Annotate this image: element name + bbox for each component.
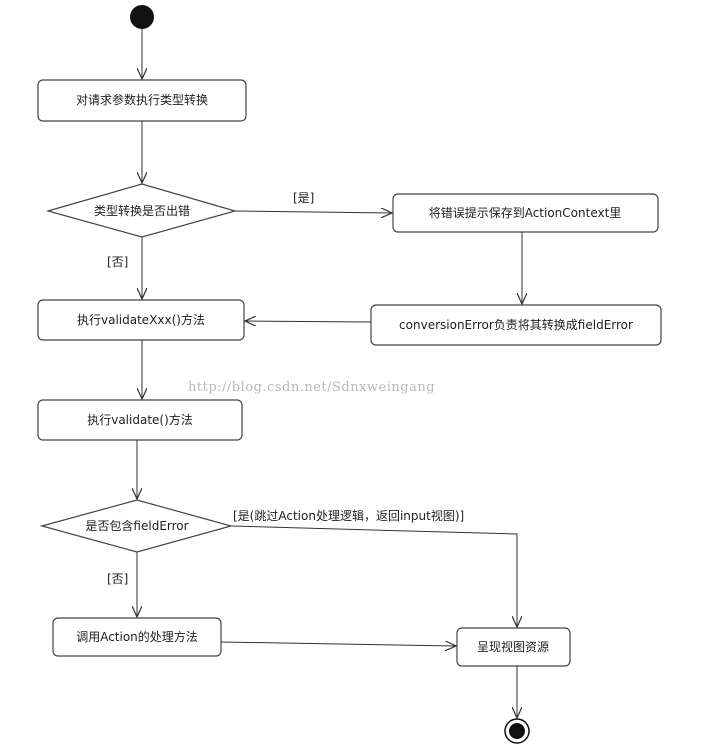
label-validatexxx: 执行validateXxx()方法 [77, 313, 205, 327]
label-call-action: 调用Action的处理方法 [76, 630, 198, 644]
label-type-conversion: 对请求参数执行类型转换 [75, 93, 209, 107]
initial-node [130, 5, 154, 29]
edge-call-action-to-render [220, 642, 456, 646]
guard-yes-2: [是(跳过Action处理逻辑，返回input视图)] [233, 509, 465, 523]
action-convert-fielderror-box [370, 304, 662, 346]
edge-decision2-yes-to-render [230, 525, 517, 627]
watermark-url: http://blog.csdn.net/Sdnxweingang [188, 380, 436, 395]
edge-convert-to-validatexxx [245, 321, 372, 322]
label-contains-fielderror-decision: 是否包含fieldError [85, 519, 189, 533]
edge-decision-yes-to-save [234, 211, 392, 213]
label-validate: 执行validate()方法 [87, 413, 193, 427]
action-call-action-box [52, 617, 222, 657]
final-node-core [509, 723, 525, 739]
label-convert-fielderror: conversionError负责将其转换成fieldError [399, 318, 633, 332]
action-validate-box [37, 399, 243, 441]
guard-no-2: [否] [107, 572, 129, 586]
guard-yes-1: [是] [293, 191, 315, 205]
label-render-view: 呈现视图资源 [476, 640, 550, 654]
label-conversion-error-decision: 类型转换是否出错 [93, 204, 191, 218]
guard-no-1: [否] [107, 255, 129, 269]
label-save-error: 将错误提示保存到ActionContext里 [428, 206, 622, 220]
